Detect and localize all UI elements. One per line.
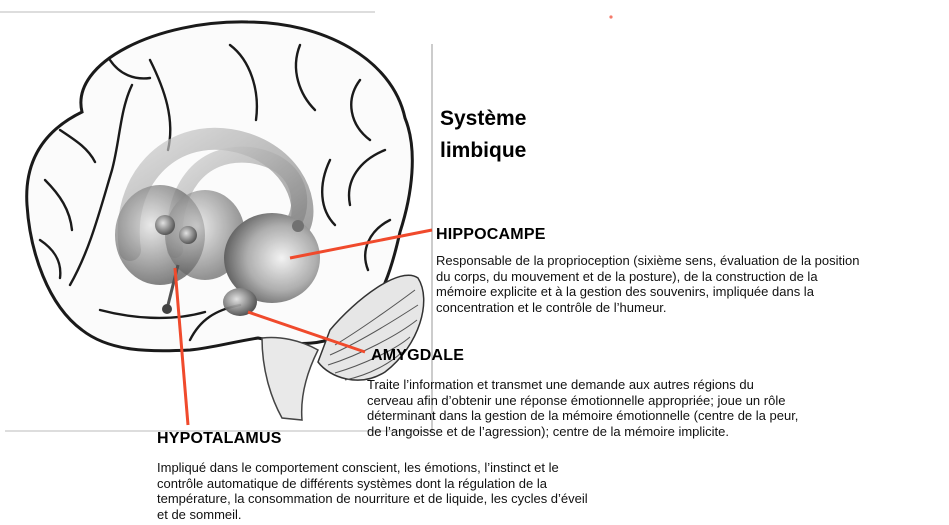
title-line-2: limbique: [440, 135, 526, 167]
amygdale-label: AMYGDALE: [371, 347, 464, 365]
hippocampe-label: HIPPOCAMPE: [436, 226, 546, 244]
page-title: Système limbique: [440, 103, 526, 167]
hippocampe-line-3: mémoire explicite et à la gestion des so…: [436, 284, 859, 300]
hypotalamus-pointer: [175, 268, 188, 425]
hippocampe-line-1: Responsable de la proprioception (sixièm…: [436, 253, 859, 269]
title-line-1: Système: [440, 103, 526, 135]
hippocampe-description: Responsable de la proprioception (sixièm…: [436, 253, 859, 315]
amygdale-pointer: [248, 312, 365, 352]
hippocampe-pointer: [290, 230, 432, 258]
amygdale-description: Traite l’information et transmet une dem…: [367, 377, 798, 439]
hippocampe-line-4: concentration et le contrôle de l’humeur…: [436, 300, 859, 316]
amygdale-line-1: Traite l’information et transmet une dem…: [367, 377, 798, 393]
amygdale-line-3: déterminant dans la gestion de la mémoir…: [367, 408, 798, 424]
hypotalamus-label: HYPOTALAMUS: [157, 430, 282, 448]
hypotalamus-line-3: température, la consommation de nourritu…: [157, 491, 588, 507]
hypotalamus-line-4: et de sommeil.: [157, 507, 588, 523]
hypotalamus-line-2: contrôle automatique de différents systè…: [157, 476, 588, 492]
hippocampe-line-2: du corps, du mouvement et de la posture)…: [436, 269, 859, 285]
amygdale-line-2: cerveau afin d’obtenir une réponse émoti…: [367, 393, 798, 409]
hypotalamus-description: Impliqué dans le comportement conscient,…: [157, 460, 588, 522]
hypotalamus-line-1: Impliqué dans le comportement conscient,…: [157, 460, 588, 476]
amygdale-line-4: de l’angoisse et de l’agression); centre…: [367, 424, 798, 440]
